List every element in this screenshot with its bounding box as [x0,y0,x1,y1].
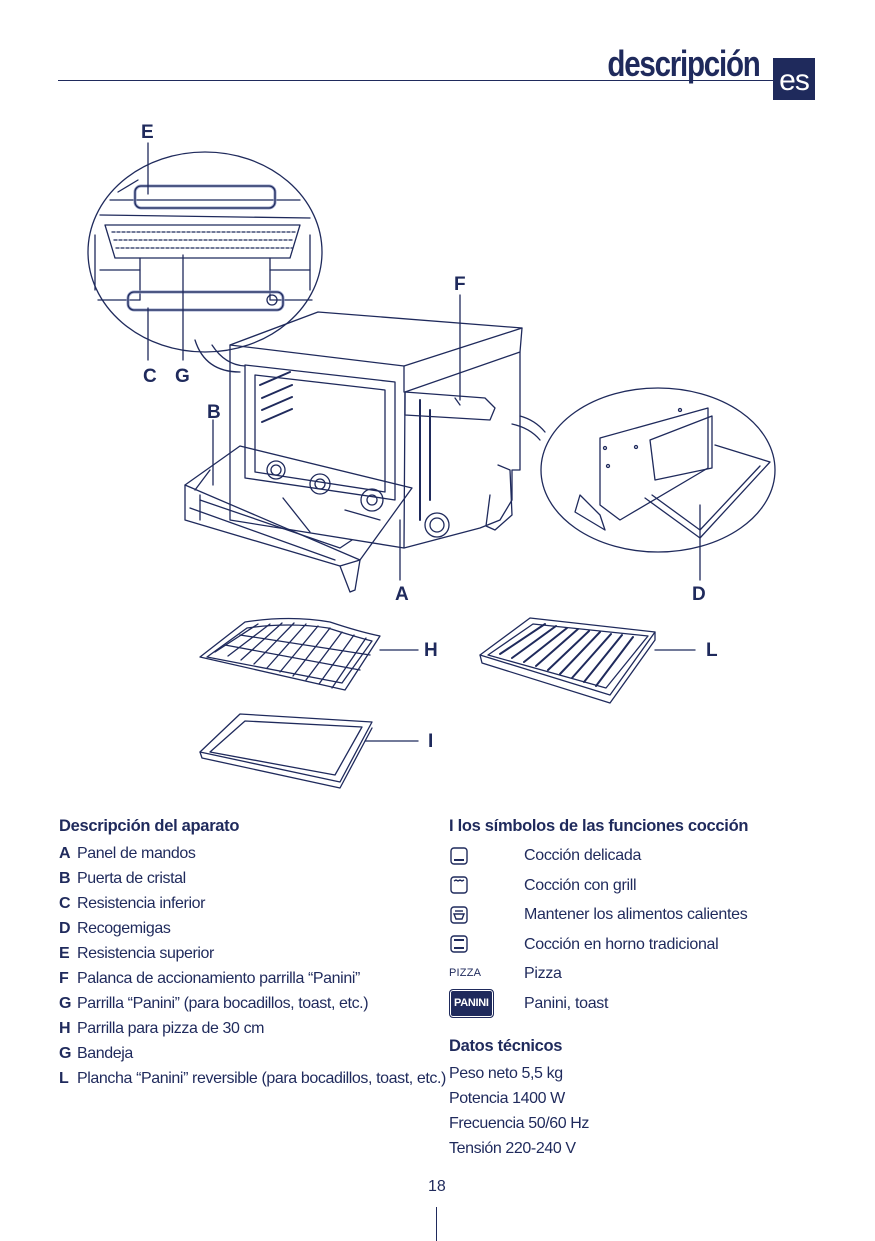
crumb-tray-detail [512,388,775,552]
label-G: G [175,366,190,387]
label-C: C [143,366,157,387]
panini-icon: PANINI [449,992,524,1014]
label-L: L [706,640,718,661]
label-A: A [395,584,409,605]
tech-line: Tensión 220-240 V [449,1136,829,1161]
oven-door [185,446,412,592]
tech-line: Peso neto 5,5 kg [449,1061,829,1086]
tech-heading: Datos técnicos [449,1034,829,1059]
oven-keep-warm-icon [449,904,524,926]
pizza-rack [200,619,380,691]
heating-elements-detail [88,152,322,372]
oven-bottom-heat-icon [449,845,524,867]
oven-body [230,312,522,548]
label-I: I [428,731,433,752]
footer-rule [436,1207,437,1241]
symbols-section: I los símbolos de las funciones cocción … [449,814,829,1161]
list-item: PANINI Panini, toast [449,989,829,1019]
tech-section: Datos técnicos Peso neto 5,5 kg Potencia… [449,1034,829,1161]
list-item: Mantener los alimentos calientes [449,900,829,930]
page-title: descripción [608,42,760,86]
pizza-icon: PIZZA [449,963,524,985]
oven-traditional-icon [449,933,524,955]
tech-line: Potencia 1400 W [449,1086,829,1111]
panini-plate [480,618,655,703]
label-B: B [207,402,221,423]
label-F: F [454,274,466,295]
label-D: D [692,584,706,605]
oven-grill-icon [449,874,524,896]
list-item: Cocción delicada [449,841,829,871]
appliance-illustration: E F C G B A D H L I [0,100,875,800]
description-heading: Descripción del aparato [59,814,459,839]
label-H: H [424,640,438,661]
language-badge: es [773,58,815,100]
baking-tray [200,714,372,788]
tech-line: Frecuencia 50/60 Hz [449,1111,829,1136]
symbols-heading: I los símbolos de las funciones cocción [449,814,829,839]
label-E: E [141,122,154,143]
list-item: Cocción en horno tradicional [449,930,829,960]
list-item: PIZZA Pizza [449,959,829,989]
list-item: Cocción con grill [449,871,829,901]
page-number: 18 [428,1178,446,1196]
